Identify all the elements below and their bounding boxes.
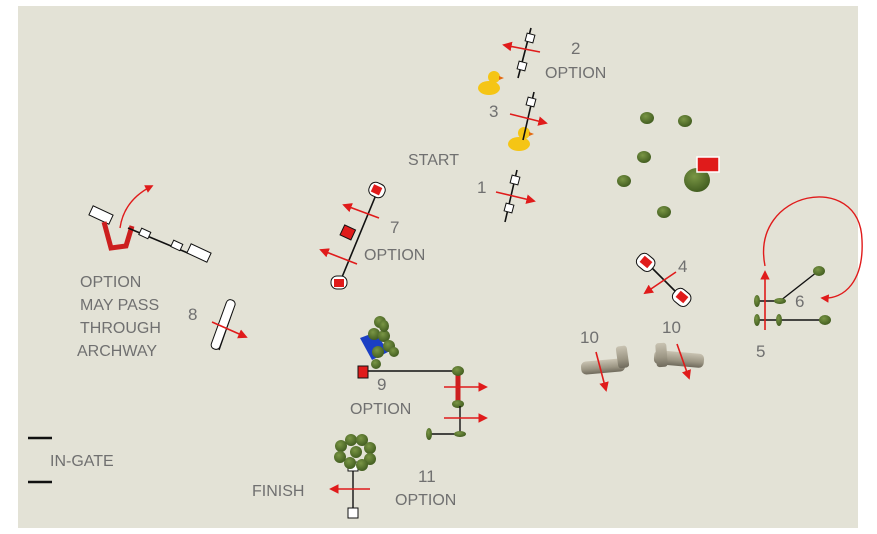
label-2-option: OPTION: [545, 65, 606, 82]
rubber-duck-icon: [508, 127, 534, 151]
label-7: 7: [390, 218, 399, 237]
tree-icon: [657, 206, 671, 218]
in-gate: [28, 438, 52, 482]
obstacle-1: [496, 170, 534, 222]
log-icon: [581, 345, 630, 390]
label-finish: FINISH: [252, 483, 304, 500]
tree-icon: [617, 175, 631, 187]
obstacle-2: [504, 28, 540, 78]
label-10-b: 10: [662, 318, 681, 337]
tree-icon: [637, 151, 651, 163]
direction-arrow: [764, 197, 863, 298]
label-2: 2: [571, 39, 580, 58]
label-start: START: [408, 152, 459, 169]
direction-arrow: [120, 186, 152, 228]
obstacle-9: [358, 316, 486, 408]
obstacle-7: [321, 180, 387, 289]
archway-text-4: ARCHWAY: [77, 343, 157, 360]
label-7-option: OPTION: [364, 247, 425, 264]
label-10-a: 10: [580, 328, 599, 347]
direction-arrow: [496, 192, 534, 201]
label-11: 11: [418, 467, 436, 486]
archway-text-3: THROUGH: [80, 320, 161, 337]
direction-arrow: [645, 272, 676, 293]
label-9: 9: [377, 375, 386, 394]
tree-icon-group: [617, 112, 719, 218]
label-1: 1: [477, 178, 486, 197]
obstacle-5-6: [754, 197, 862, 330]
label-8: 8: [188, 305, 197, 324]
label-9-option: OPTION: [350, 401, 411, 418]
log-icon: [653, 343, 704, 378]
label-3: 3: [489, 102, 498, 121]
tree-icon: [334, 434, 376, 471]
label-4: 4: [678, 257, 687, 276]
label-6: 6: [795, 292, 804, 311]
tree-icon: [678, 115, 692, 127]
finish-obstacle: [331, 434, 376, 518]
flag-marker-icon: [697, 157, 719, 172]
direction-arrow: [344, 205, 379, 218]
archway-text-1: OPTION: [80, 274, 141, 291]
label-11-option: OPTION: [395, 492, 456, 509]
direction-arrow: [504, 45, 540, 52]
rubber-duck-icon: [478, 71, 504, 95]
label-in-gate: IN-GATE: [50, 453, 114, 470]
archway-text-2: MAY PASS: [80, 297, 159, 314]
archway-obstacle: [89, 186, 211, 262]
tree-icon: [640, 112, 654, 124]
label-5: 5: [756, 342, 765, 361]
obstacle-11: [426, 406, 486, 440]
obstacle-8: [210, 299, 246, 351]
